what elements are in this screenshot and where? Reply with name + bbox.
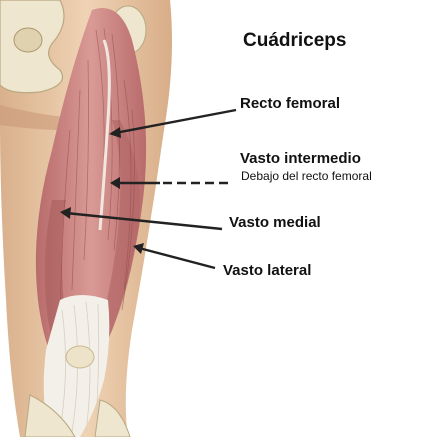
patella [65, 345, 95, 369]
pointer-vasto-lateral [138, 246, 216, 270]
label-recto-femoral: Recto femoral [240, 95, 341, 112]
label-vasto-medial: Vasto medial [229, 214, 321, 231]
recto-femoral-tendon [98, 39, 111, 231]
label-vasto-intermedio: Vasto intermedio [240, 150, 361, 167]
diagram-title: Cuádriceps [243, 30, 347, 51]
hip-socket [13, 27, 43, 53]
label-vasto-intermedio-note: Debajo del recto femoral [241, 169, 372, 183]
label-vasto-lateral: Vasto lateral [223, 262, 312, 279]
tendon-fibers [59, 301, 100, 433]
arrowhead-recto-femoral [109, 127, 121, 138]
arrowhead-vasto-intermedio [110, 177, 120, 189]
pointer-vasto-medial [65, 211, 223, 231]
vasto-lateral-shape [100, 120, 140, 340]
arrowhead-vasto-medial [60, 207, 71, 219]
pointer-recto-femoral [114, 108, 237, 135]
pointer-lines [60, 108, 237, 270]
arrowhead-vasto-lateral [133, 243, 144, 254]
